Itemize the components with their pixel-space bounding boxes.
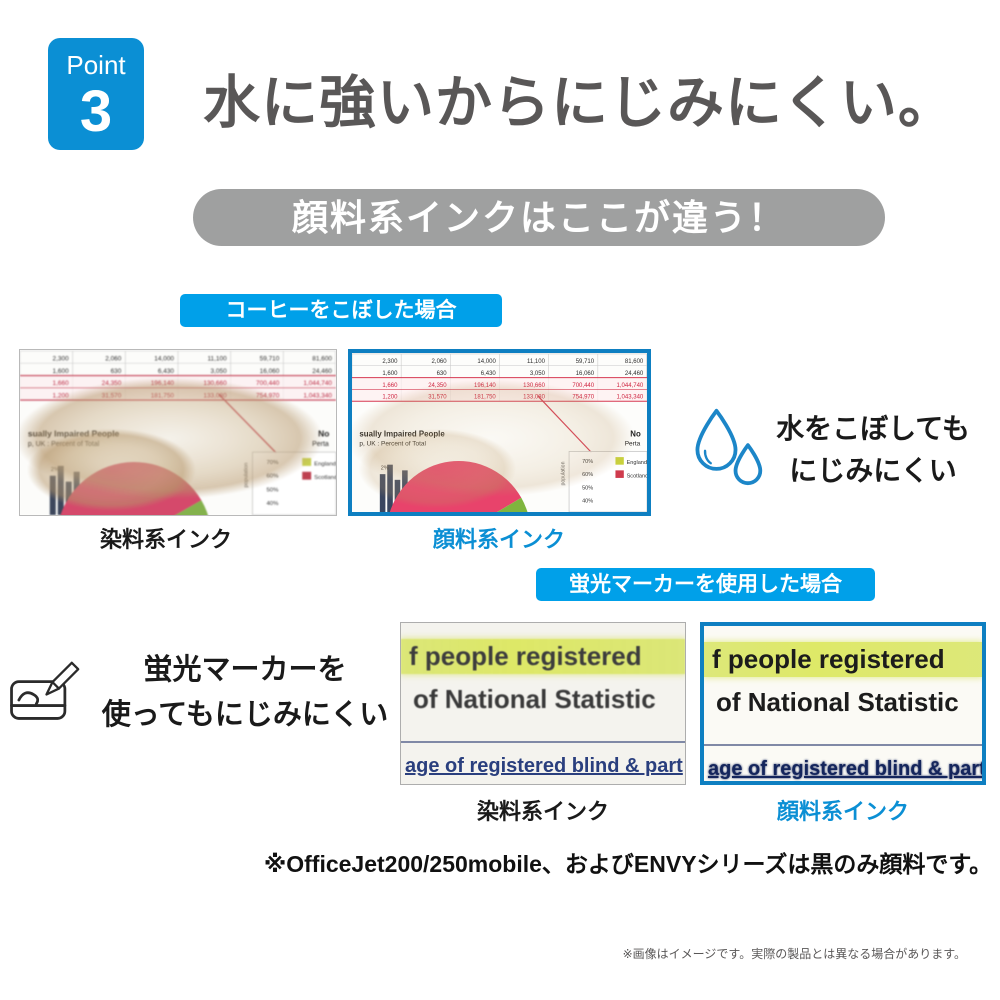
- legend-scotland: Scotland: [627, 473, 647, 479]
- svg-text:700,440: 700,440: [256, 380, 280, 387]
- svg-text:2,300: 2,300: [53, 356, 70, 363]
- svg-text:2,300: 2,300: [382, 358, 398, 365]
- sample-text-line2: of National Statistic: [413, 684, 656, 714]
- svg-text:16,060: 16,060: [576, 370, 595, 377]
- svg-text:1,044,740: 1,044,740: [617, 382, 644, 389]
- blue-rule: [401, 741, 685, 743]
- disclaimer: ※画像はイメージです。実際の製品とは異なる場合があります。: [622, 947, 966, 961]
- notebook-pen-icon: [10, 661, 80, 720]
- legend-england: England: [314, 461, 336, 467]
- svg-text:630: 630: [111, 368, 122, 375]
- svg-text:14,000: 14,000: [154, 356, 174, 363]
- coffee-dye-photo: 2,300 2,060 14,000 11,100 59,710 81,600 1,600 6…: [19, 349, 337, 516]
- svg-text:1,043,340: 1,043,340: [303, 392, 332, 399]
- svg-text:59,710: 59,710: [260, 356, 280, 363]
- marker-section-label: 蛍光マーカーを使用した場合: [536, 568, 875, 601]
- spreadsheet-photo-dye: 2,300 2,060 14,000 11,100 59,710 81,600 1,600 6…: [20, 350, 336, 515]
- sample-text-line2: of National Statistic: [716, 687, 959, 717]
- water-note-line1: 水をこぼしても: [776, 413, 970, 444]
- pct-50: 50%: [266, 487, 279, 493]
- coffee-stain-2: [358, 428, 517, 509]
- svg-text:6,430: 6,430: [481, 370, 497, 377]
- marker-note-line2: 使ってもにじみにくい: [101, 698, 389, 731]
- spreadsheet-photo-pigment: 2,300 2,060 14,000 11,100 59,710 81,600 1,600 6…: [352, 353, 647, 512]
- svg-text:81,600: 81,600: [312, 356, 332, 363]
- marker-pigment-caption: 顔料系インク: [776, 799, 909, 824]
- marker-pigment-photo: f people registered of National Statisti…: [700, 622, 986, 785]
- coffee-section-label: コーヒーをこぼした場合: [180, 294, 502, 327]
- marker-note: 蛍光マーカーを 使ってもにじみにくい: [90, 648, 400, 738]
- footnote: ※OfficeJet200/250mobile、およびENVYシリーズは黒のみ顔…: [263, 851, 993, 877]
- sample-text-line3: age of registered blind & part: [708, 758, 986, 780]
- svg-text:1,044,740: 1,044,740: [303, 380, 332, 387]
- blue-rule: [704, 744, 982, 746]
- coffee-stain-2: [26, 428, 196, 512]
- svg-text:1,043,340: 1,043,340: [617, 394, 644, 401]
- page-title: 水に強いからにじみにくい。: [203, 71, 956, 135]
- svg-text:2,060: 2,060: [432, 358, 448, 365]
- pie-slice-green: [175, 500, 208, 515]
- svg-text:81,600: 81,600: [625, 358, 644, 365]
- svg-text:59,710: 59,710: [576, 358, 595, 365]
- coffee-pigment-photo: 2,300 2,060 14,000 11,100 59,710 81,600 1,600 6…: [348, 349, 651, 516]
- svg-text:630: 630: [437, 370, 448, 377]
- svg-text:1,600: 1,600: [382, 370, 398, 377]
- highlighted-text-line: f people registered: [704, 642, 982, 677]
- svg-text:700,440: 700,440: [572, 382, 594, 389]
- svg-text:11,100: 11,100: [527, 358, 546, 365]
- legend-scotland: Scotland: [314, 475, 336, 481]
- svg-text:6,430: 6,430: [158, 368, 175, 375]
- legend-england: England: [627, 460, 647, 466]
- marker-dye-caption: 染料系インク: [476, 799, 609, 824]
- point-badge-label: Point: [66, 50, 126, 80]
- legend-swatch-scotland: [302, 471, 312, 480]
- coffee-dye-caption: 染料系インク: [99, 527, 232, 552]
- point-badge: Point 3: [48, 38, 144, 150]
- pie-slice-green: [497, 497, 528, 512]
- svg-text:24,460: 24,460: [312, 368, 332, 375]
- svg-text:3,050: 3,050: [530, 370, 546, 377]
- svg-text:14,000: 14,000: [477, 358, 496, 365]
- svg-text:11,100: 11,100: [207, 356, 227, 363]
- svg-text:1,660: 1,660: [382, 382, 398, 389]
- pct-50: 50%: [582, 485, 593, 491]
- point-badge-number: 3: [79, 79, 113, 144]
- water-drops-icon: [695, 408, 763, 486]
- banner-pill: 顔料系インクはここが違う！: [193, 189, 885, 246]
- sheet-right1: No: [318, 428, 329, 438]
- highlighted-text-line: f people registered: [401, 639, 685, 674]
- svg-text:1,600: 1,600: [53, 368, 70, 375]
- marker-note-line1: 蛍光マーカーを: [143, 654, 347, 686]
- pct-40: 40%: [582, 498, 593, 504]
- water-note: 水をこぼしても にじみにくい: [768, 408, 978, 492]
- sheet-right1: No: [630, 429, 641, 438]
- svg-text:1,660: 1,660: [53, 380, 70, 387]
- marker-dye-photo: f people registered of National Statisti…: [400, 622, 686, 785]
- pct-40: 40%: [266, 501, 279, 507]
- svg-text:3,050: 3,050: [211, 368, 228, 375]
- water-note-line2: にじみにくい: [789, 455, 957, 486]
- svg-text:2,060: 2,060: [105, 356, 122, 363]
- svg-text:24,460: 24,460: [625, 370, 644, 377]
- svg-text:16,060: 16,060: [260, 368, 280, 375]
- sample-text-line3: age of registered blind & part: [405, 755, 683, 777]
- coffee-pigment-caption: 顔料系インク: [432, 527, 565, 552]
- legend-swatch-scotland: [615, 470, 624, 478]
